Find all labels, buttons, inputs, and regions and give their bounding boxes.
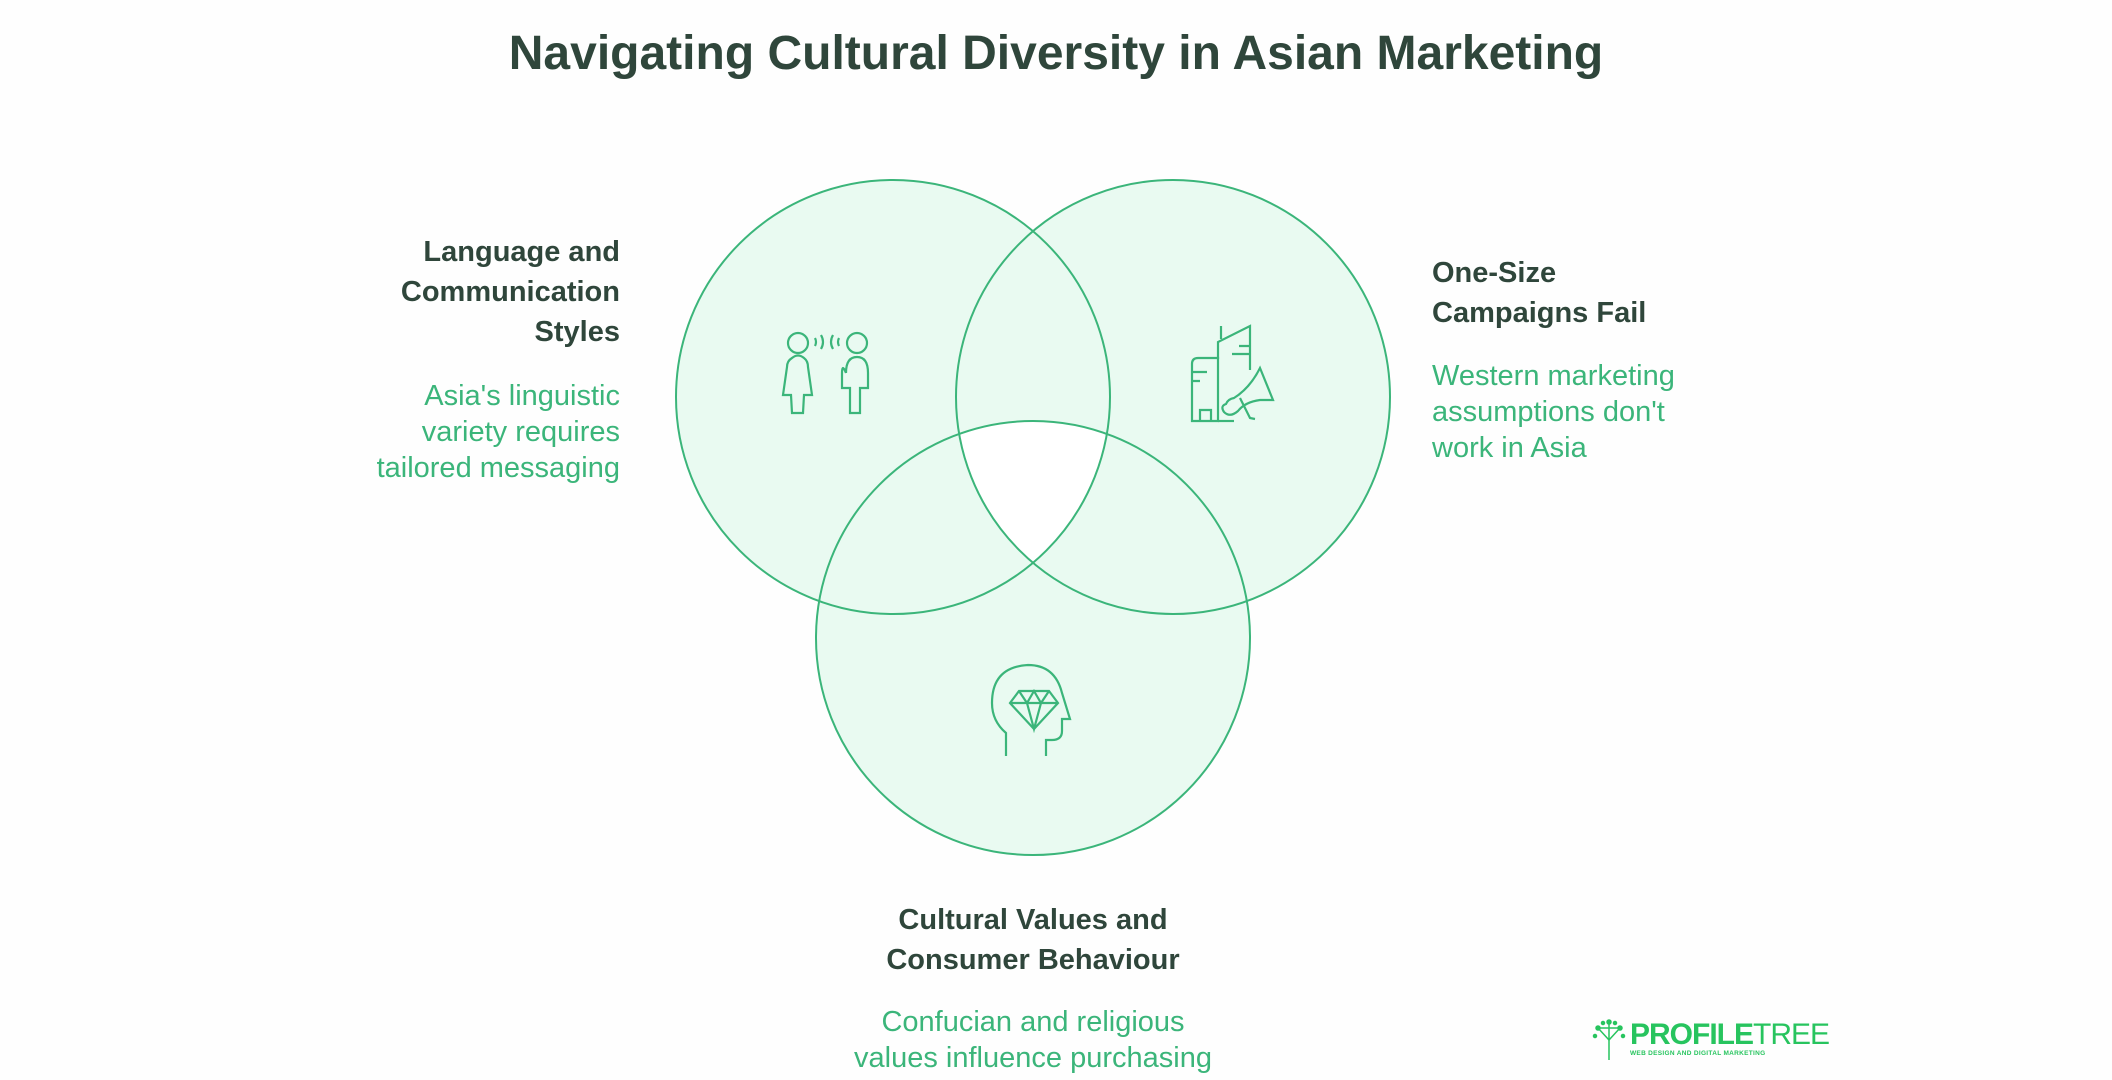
description-line: work in Asia	[1432, 432, 1587, 464]
heading-line: Consumer Behaviour	[886, 944, 1180, 976]
logo-word-bold: PROFILE	[1630, 1018, 1754, 1051]
profiletree-logo: PROFILETREE WEB DESIGN AND DIGITAL MARKE…	[1592, 1018, 1830, 1062]
heading-line: Styles	[534, 316, 620, 348]
language-heading: Language and Communication Styles	[401, 232, 620, 352]
description-line: Confucian and religious	[881, 1006, 1185, 1038]
values-heading: Cultural Values and Consumer Behaviour	[0, 900, 2066, 980]
description-line: tailored messaging	[376, 452, 620, 484]
people-talking-icon	[781, 331, 870, 415]
logo-wordmark: PROFILETREE	[1630, 1018, 1830, 1052]
heading-line: One-Size	[1432, 257, 1557, 289]
building-megaphone-icon	[1190, 324, 1275, 423]
description-line: variety requires	[421, 416, 620, 448]
description-line: Western marketing	[1432, 360, 1675, 392]
campaigns-description: Western marketing assumptions don't work…	[1432, 358, 1675, 466]
language-description: Asia's linguistic variety requires tailo…	[377, 378, 620, 486]
values-description: Confucian and religious values influence…	[0, 1004, 2066, 1076]
tree-logo-icon	[1592, 1019, 1626, 1060]
campaigns-heading: One-Size Campaigns Fail	[1432, 253, 1646, 333]
heading-line: Cultural Values and	[898, 904, 1168, 936]
logo-word-light: TREE	[1753, 1018, 1830, 1051]
description-line: assumptions don't	[1432, 396, 1665, 428]
heading-line: Communication	[400, 276, 620, 308]
head-diamond-icon	[990, 663, 1072, 756]
heading-line: Campaigns Fail	[1432, 297, 1647, 329]
description-line: Asia's linguistic	[424, 380, 620, 412]
description-line: values influence purchasing	[854, 1042, 1212, 1074]
logo-tagline: WEB DESIGN AND DIGITAL MARKETING	[1630, 1050, 1766, 1057]
heading-line: Language and	[423, 236, 620, 268]
page-title: Navigating Cultural Diversity in Asian M…	[508, 27, 1604, 80]
circle-values	[816, 421, 1250, 855]
